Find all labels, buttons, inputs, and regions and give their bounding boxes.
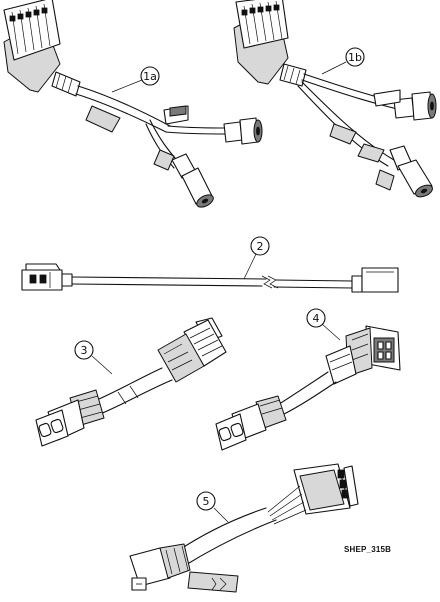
callout-2-bubble [250,236,270,256]
cable-1b-assembly: 1b [233,0,437,198]
callout-1a-bubble [140,66,160,86]
drawing-reference-code: SHEP_315B [344,545,392,554]
cable-2-assembly: 2 [21,236,399,293]
callout-1b-bubble [345,47,365,67]
callout-4-label: 4 [313,312,320,325]
callout-1a-label: 1a [143,70,157,83]
callout-1b-label: 1b [348,51,362,64]
callout-3-label: 3 [81,344,88,357]
callout-5-bubble [196,491,216,511]
cable-3-assembly: 3 [35,317,227,447]
callout-2-label: 2 [257,240,264,253]
cable-5-assembly: 5 [129,463,359,593]
callout-4-bubble [306,308,326,328]
cable-4-assembly: 4 [215,308,401,451]
callout-5-label: 5 [203,495,210,508]
callout-3-bubble [74,340,94,360]
cable-1a-assembly: 1a [3,0,263,208]
